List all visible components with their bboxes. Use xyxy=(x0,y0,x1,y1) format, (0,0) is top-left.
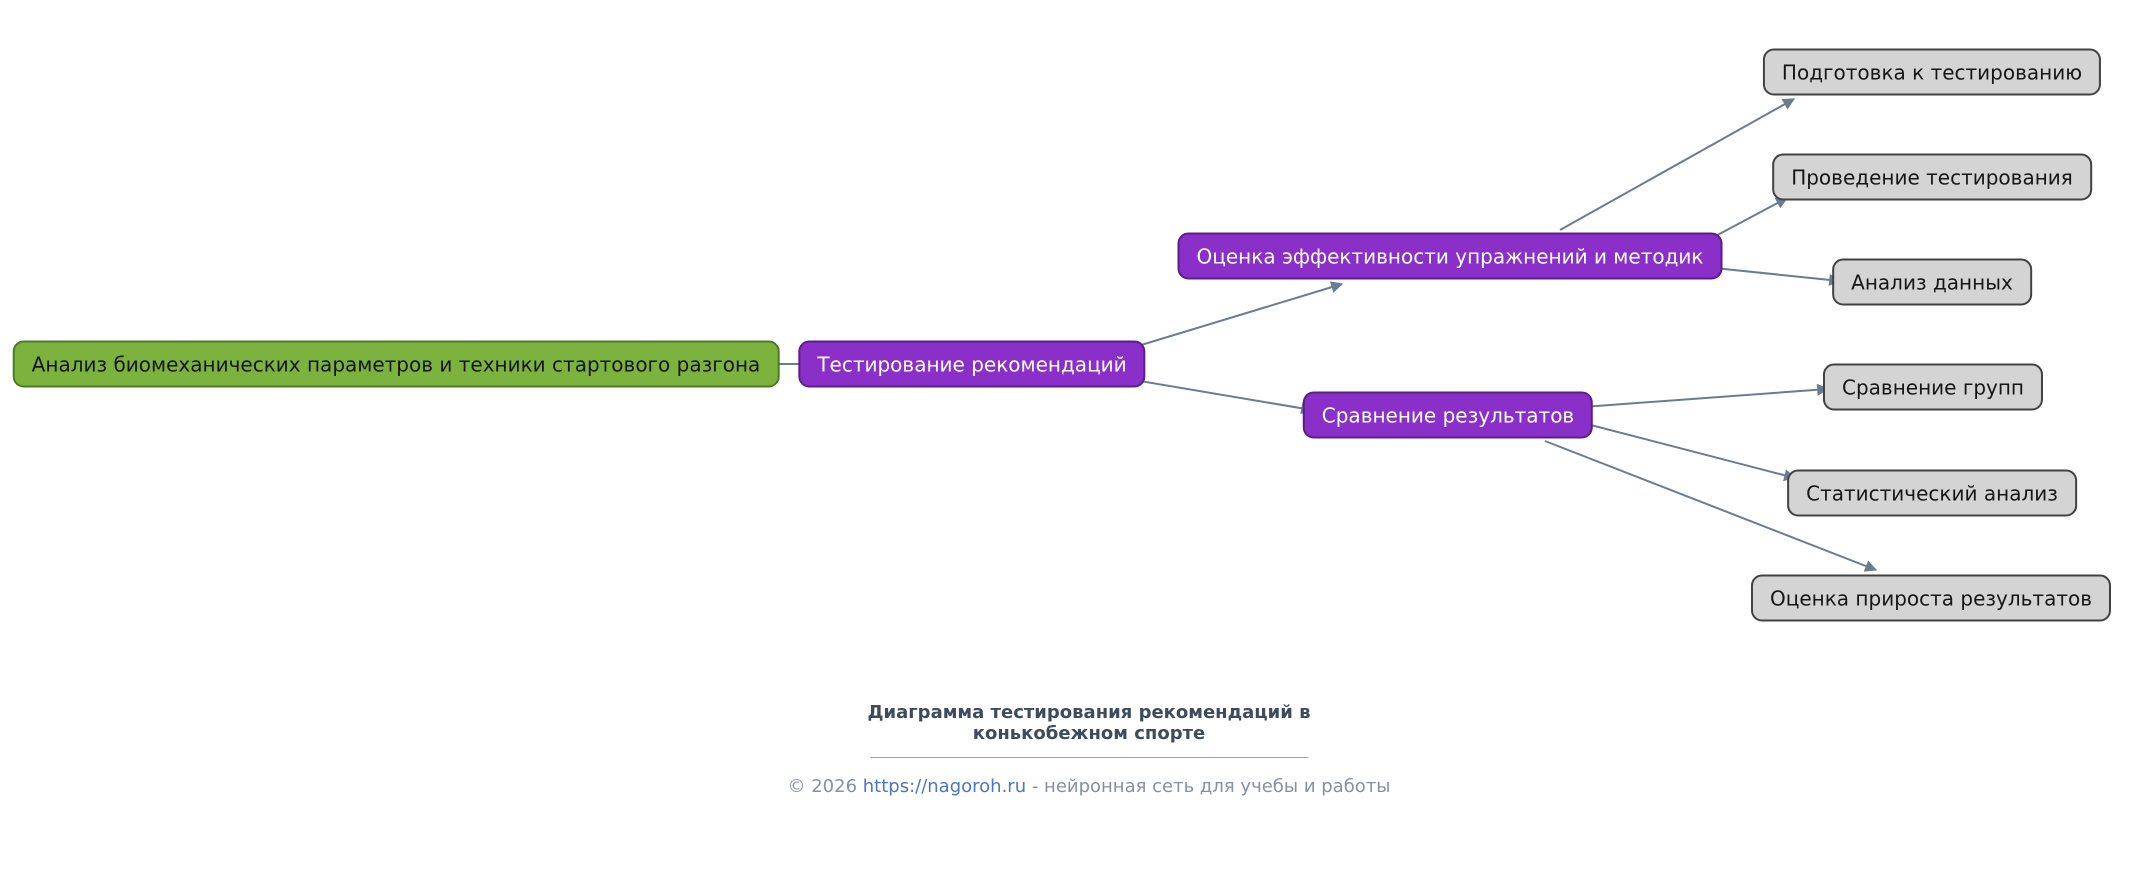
footer-tagline: - нейронная сеть для учебы и работы xyxy=(1026,776,1391,797)
footer-copyright: © 2026 xyxy=(787,776,863,797)
edge-testing-to-evaluation xyxy=(1127,281,1344,350)
footer-link[interactable]: https://nagoroh.ru xyxy=(862,776,1027,797)
edge-testing-to-comparison xyxy=(1127,378,1314,415)
diagram-title-line-1: Диаграмма тестирования рекомендаций в xyxy=(867,702,1311,723)
node-group-comparison: Сравнение групп xyxy=(1822,363,2044,411)
diagram-title-line-2: конькобежном спорте xyxy=(972,723,1206,744)
diagram-caption: Диаграмма тестирования рекомендаций в ко… xyxy=(787,702,1390,797)
edge-comparison-to-group-comparison xyxy=(1582,383,1830,408)
edge-evaluation-to-preparation xyxy=(1559,98,1796,231)
node-root: Анализ биомеханических параметров и техн… xyxy=(12,340,780,388)
node-evaluation: Оценка эффективности упражнений и методи… xyxy=(1177,232,1723,280)
node-testing: Тестирование рекомендаций xyxy=(798,340,1146,388)
node-result-growth: Оценка прироста результатов xyxy=(1750,574,2112,622)
edge-comparison-to-statistical-analysis xyxy=(1582,422,1797,482)
node-conducting: Проведение тестирования xyxy=(1772,153,2092,201)
node-data-analysis: Анализ данных xyxy=(1832,258,2032,306)
node-comparison: Сравнение результатов xyxy=(1302,391,1594,439)
footer-text: © 2026 https://nagoroh.ru - нейронная се… xyxy=(787,776,1390,797)
edge-comparison-to-result-growth xyxy=(1544,440,1878,572)
node-statistical-analysis: Статистический анализ xyxy=(1787,469,2077,517)
node-preparation: Подготовка к тестированию xyxy=(1762,48,2102,96)
caption-divider xyxy=(870,757,1308,758)
